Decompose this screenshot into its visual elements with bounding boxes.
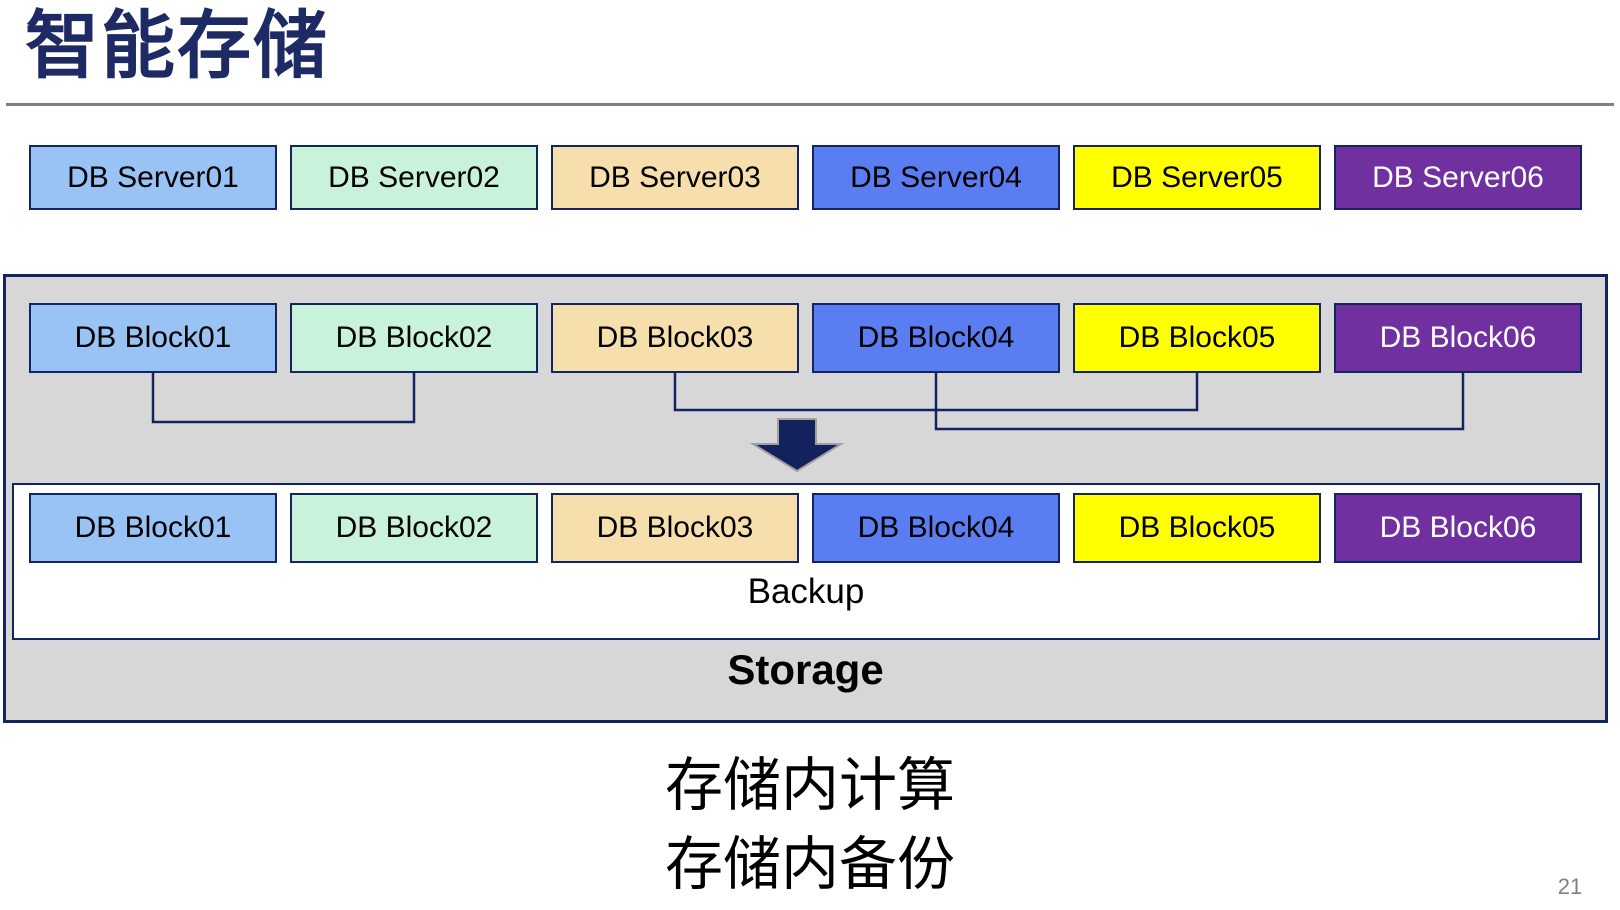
- db-block-box: DB Block06: [1334, 493, 1582, 563]
- db-block-box: DB Block04: [812, 493, 1060, 563]
- db-server-box: DB Server05: [1073, 145, 1321, 210]
- db-block-box: DB Block02: [290, 493, 538, 563]
- db-block-box: DB Block04: [812, 303, 1060, 373]
- db-server-box: DB Server01: [29, 145, 277, 210]
- db-block-box: DB Block01: [29, 493, 277, 563]
- db-block-box: DB Block03: [551, 493, 799, 563]
- storage-label: Storage: [727, 646, 884, 693]
- db-block-box: DB Block06: [1334, 303, 1582, 373]
- caption-text: 存储内计算 存储内备份: [0, 746, 1620, 904]
- slide-title: 智能存储: [25, 4, 329, 87]
- db-server-box: DB Server03: [551, 145, 799, 210]
- db-server-box: DB Server04: [812, 145, 1060, 210]
- db-server-box: DB Server02: [290, 145, 538, 210]
- db-block-box: DB Block03: [551, 303, 799, 373]
- db-block-box: DB Block02: [290, 303, 538, 373]
- db-server-box: DB Server06: [1334, 145, 1582, 210]
- page-number: 21: [1557, 874, 1583, 899]
- title-divider: [6, 103, 1614, 106]
- db-block-box: DB Block01: [29, 303, 277, 373]
- caption-line: 存储内备份: [664, 832, 955, 897]
- caption-line: 存储内计算: [664, 753, 955, 818]
- backup-label: Backup: [747, 572, 865, 611]
- db-block-box: DB Block05: [1073, 303, 1321, 373]
- db-block-box: DB Block05: [1073, 493, 1321, 563]
